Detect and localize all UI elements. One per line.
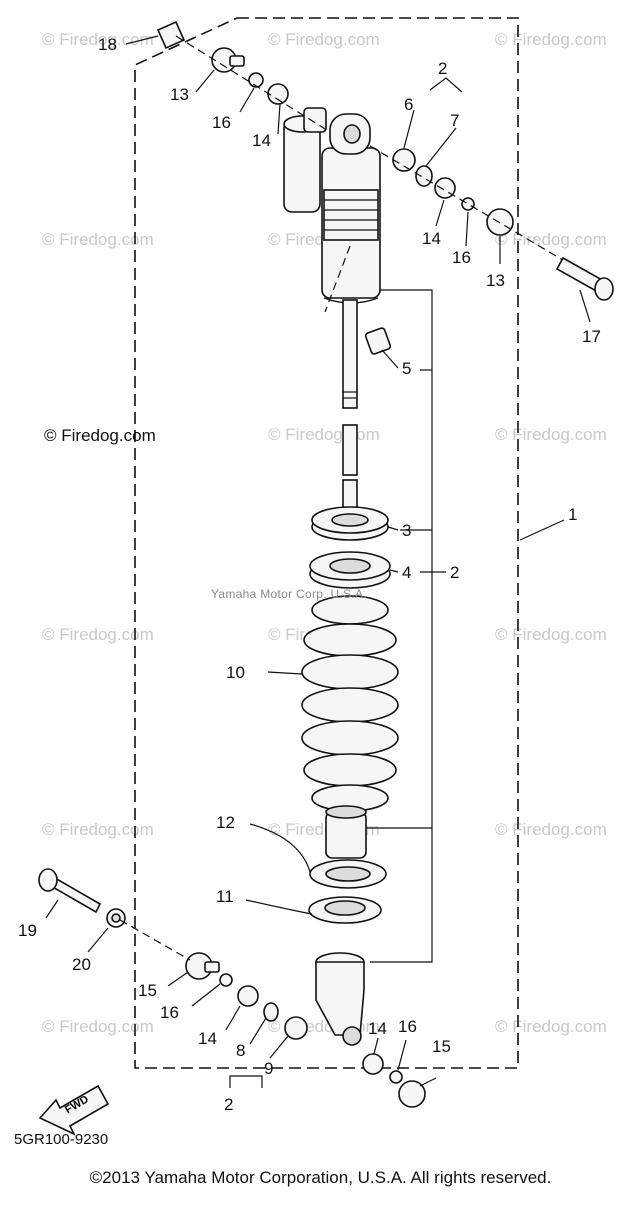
watermark: © Firedog.com [268, 425, 380, 444]
watermark: © Firedog.com [42, 30, 154, 49]
callout-10: 10 [226, 663, 245, 682]
rod-shaft-mid [342, 424, 358, 476]
watermark: © Firedog.com [42, 230, 154, 249]
watermark: © Firedog.com [42, 625, 154, 644]
callout-8: 8 [236, 1041, 245, 1060]
part-6-collar [392, 148, 416, 172]
callout-2: 2 [450, 563, 459, 582]
callout-16: 16 [398, 1017, 417, 1036]
callout-2: 2 [224, 1095, 233, 1114]
callout-4: 4 [402, 563, 411, 582]
callouts: 18 13 16 14 2 6 7 14 16 13 17 5 3 4 2 1 … [18, 35, 601, 1114]
callout-3: 3 [402, 521, 411, 540]
assembly-outline [134, 17, 519, 1069]
shock-rod [324, 245, 358, 521]
shock-body [283, 107, 381, 304]
callout-14: 14 [422, 229, 441, 248]
part-16-clip [389, 1070, 403, 1084]
watermark: © Firedog.com [495, 230, 607, 249]
callout-18: 18 [98, 35, 117, 54]
part-10-spring [301, 595, 399, 812]
part-14-seal [267, 83, 289, 105]
callout-16: 16 [160, 1003, 179, 1022]
callout-13: 13 [170, 85, 189, 104]
part-14-seal [237, 985, 259, 1007]
upper-right-hardware [369, 145, 614, 301]
part-11-seat [308, 896, 382, 924]
callout-9: 9 [264, 1059, 273, 1078]
part-18-nut [156, 20, 186, 50]
callout-15: 15 [138, 981, 157, 1000]
cylinder-threads [323, 189, 379, 241]
assembly-bracket [365, 289, 433, 963]
callout-14: 14 [252, 131, 271, 150]
watermark: © Firedog.com [495, 30, 607, 49]
lower-left-hardware [38, 868, 308, 1040]
part-13-bushing [486, 208, 514, 236]
callout-19: 19 [18, 921, 37, 940]
callout-17: 17 [582, 327, 601, 346]
watermark-left: © Firedog.com [44, 426, 156, 445]
callout-15: 15 [432, 1037, 451, 1056]
part-8-clip [263, 1002, 279, 1022]
part-5-stopper [364, 327, 392, 355]
leader-lines [45, 35, 591, 1088]
watermark: © Firedog.com [42, 820, 154, 839]
reservoir [283, 119, 321, 213]
callout-12: 12 [216, 813, 235, 832]
watermark: © Firedog.com [268, 30, 380, 49]
part-14-seal [362, 1053, 384, 1075]
callout-14: 14 [368, 1019, 387, 1038]
part-7-clip [415, 165, 433, 187]
watermark: © Firedog.com [495, 425, 607, 444]
watermark: © Firedog.com [495, 820, 607, 839]
lower-right-hardware [362, 1053, 426, 1108]
part-15-bushing [398, 1080, 426, 1108]
watermark: © Firedog.com [495, 1017, 607, 1036]
eyelet-bore [343, 124, 361, 144]
callout-2: 2 [438, 59, 447, 78]
part-3-locknut [311, 506, 389, 541]
watermark: © Firedog.com [42, 1017, 154, 1036]
callout-20: 20 [72, 955, 91, 974]
callout-11: 11 [216, 887, 234, 906]
rod [342, 299, 358, 409]
callout-7: 7 [450, 111, 459, 130]
copyright-notice: ©2013 Yamaha Motor Corporation, U.S.A. A… [89, 1168, 552, 1187]
part-9-collar [284, 1016, 308, 1040]
callout-6: 6 [404, 95, 413, 114]
callout-1: 1 [568, 505, 577, 524]
diagram-code: 5GR100-9230 [14, 1131, 109, 1148]
upper-left-hardware [156, 20, 331, 133]
part-12-collar [309, 805, 387, 889]
part-16-clip [219, 973, 233, 987]
reservoir-eyelet [303, 107, 327, 133]
callout-16: 16 [452, 248, 471, 267]
watermarks: © Firedog.com © Firedog.com © Firedog.co… [42, 30, 607, 1036]
fwd-arrow-icon: FWD [38, 1084, 110, 1136]
part-4-adjuster [309, 551, 391, 589]
lower-clevis [315, 952, 365, 1046]
callout-16: 16 [212, 113, 231, 132]
callout-13: 13 [486, 271, 505, 290]
part-16-clip [248, 72, 264, 88]
mid-caption: Yamaha Motor Corp. U.S.A. [211, 587, 367, 601]
part-16-clip [461, 197, 475, 211]
callout-5: 5 [402, 359, 411, 378]
callout-14: 14 [198, 1029, 217, 1048]
watermark: © Firedog.com [495, 625, 607, 644]
